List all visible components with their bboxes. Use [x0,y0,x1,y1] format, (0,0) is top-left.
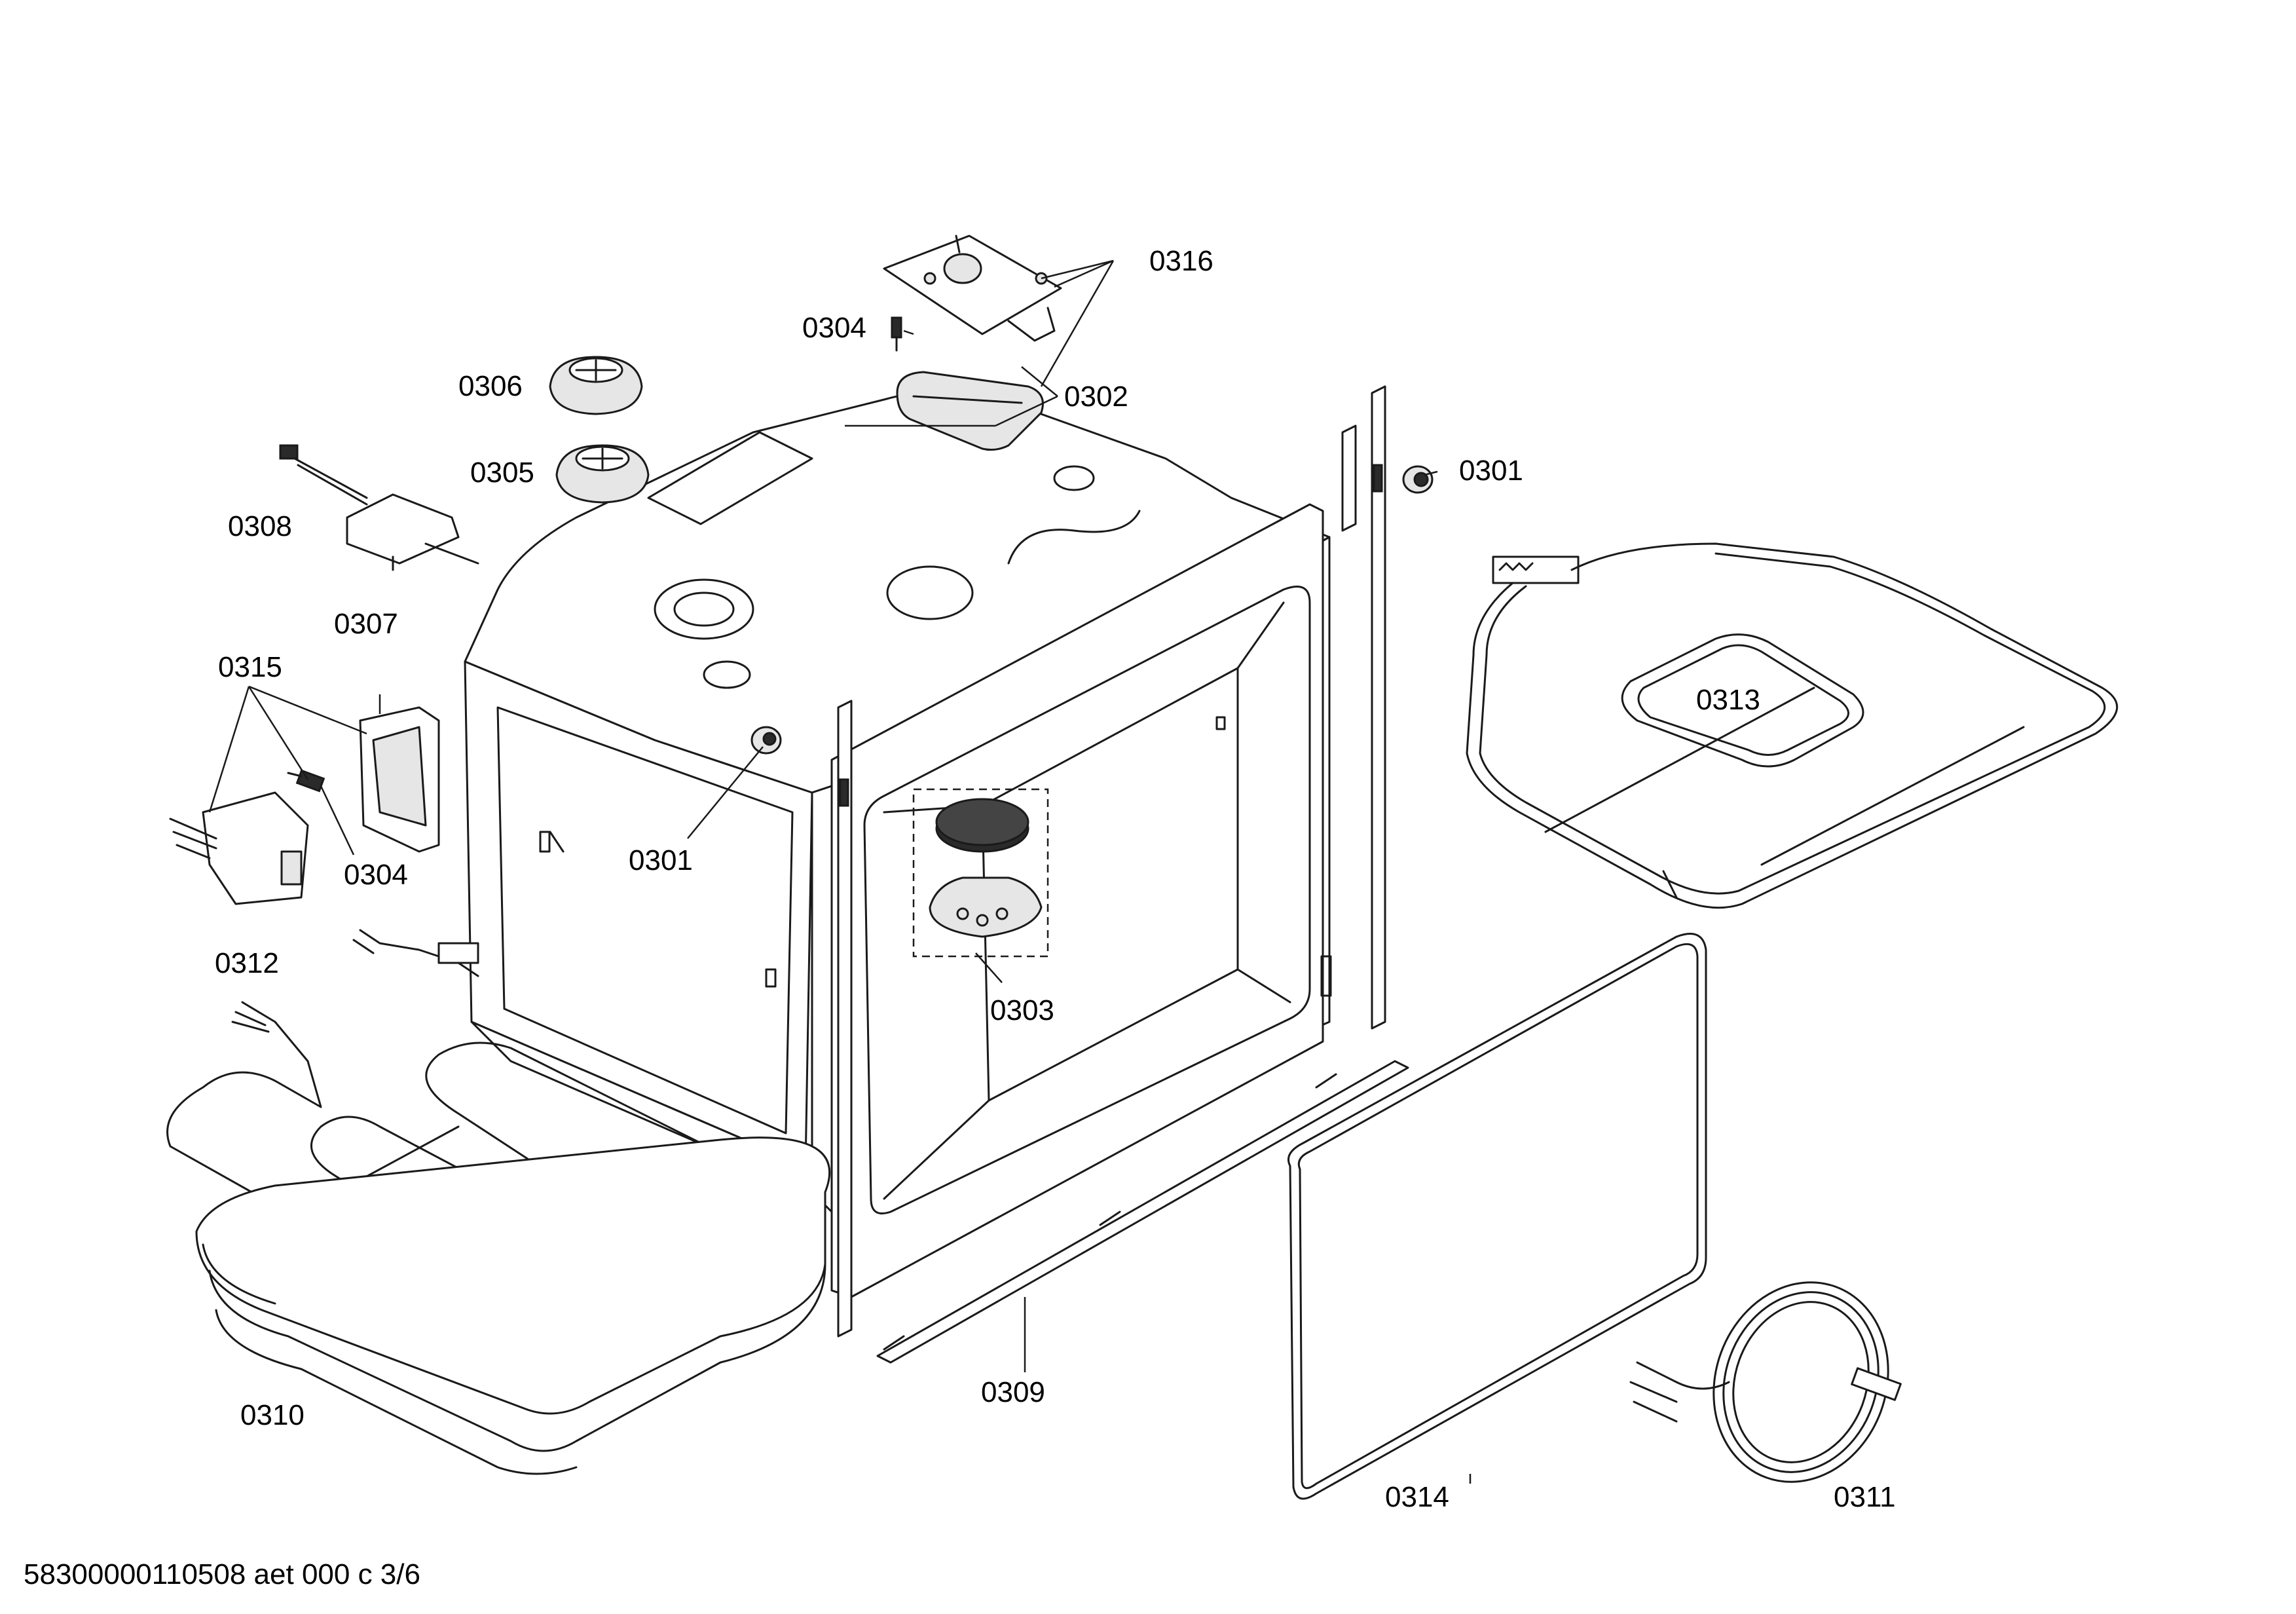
label-0309: 0309 [981,1376,1045,1408]
part-0310-insulation [195,1136,831,1475]
label-0303: 0303 [990,994,1054,1026]
label-0307: 0307 [334,608,398,640]
front-frame [830,385,1386,1338]
label-0313: 0313 [1696,684,1760,716]
part-0314-door-gasket [1287,933,1707,1500]
part-0313-top-heater [1466,542,2119,909]
label-0305: 0305 [470,457,534,489]
part-0316-bracket [883,235,1062,342]
part-0305-knob [555,444,650,504]
part-0308-switch [279,444,479,571]
part-0315-thermostat [169,791,309,905]
part-0306-knob [549,356,643,415]
part-0304-left-sensor [287,769,325,793]
document-id: 58300000110508 aet 000 c 3/6 [24,1558,420,1590]
label-0314: 0314 [1385,1481,1449,1513]
label-0302: 0302 [1064,381,1128,413]
label-0316: 0316 [1149,245,1213,277]
label-0301-right: 0301 [1459,455,1523,487]
label-0312: 0312 [215,947,279,979]
part-0302-lamp-housing [896,371,1044,451]
part-0304-top-sensor [891,316,902,352]
part-0311-ring-heater [1629,1281,1902,1483]
label-0308: 0308 [228,510,292,542]
label-0310: 0310 [240,1399,305,1431]
part-0309-seal-strip [876,1060,1409,1364]
part-0301-mid-socket [750,726,782,755]
label-0304-top: 0304 [802,312,866,344]
label-0304-left: 0304 [344,859,408,891]
label-0311: 0311 [1834,1481,1896,1513]
label-0301-mid: 0301 [629,844,693,876]
part-0301-right-socket [1402,465,1434,494]
leader-lines [208,259,1472,1484]
label-0306: 0306 [458,370,523,402]
part-labels: 0316 0304 0306 0302 0305 0301 0308 0307 … [215,245,1896,1513]
label-0315: 0315 [218,651,282,683]
part-0307-lamp-cover [359,706,440,853]
part-0303-fan-assembly [912,788,1049,958]
